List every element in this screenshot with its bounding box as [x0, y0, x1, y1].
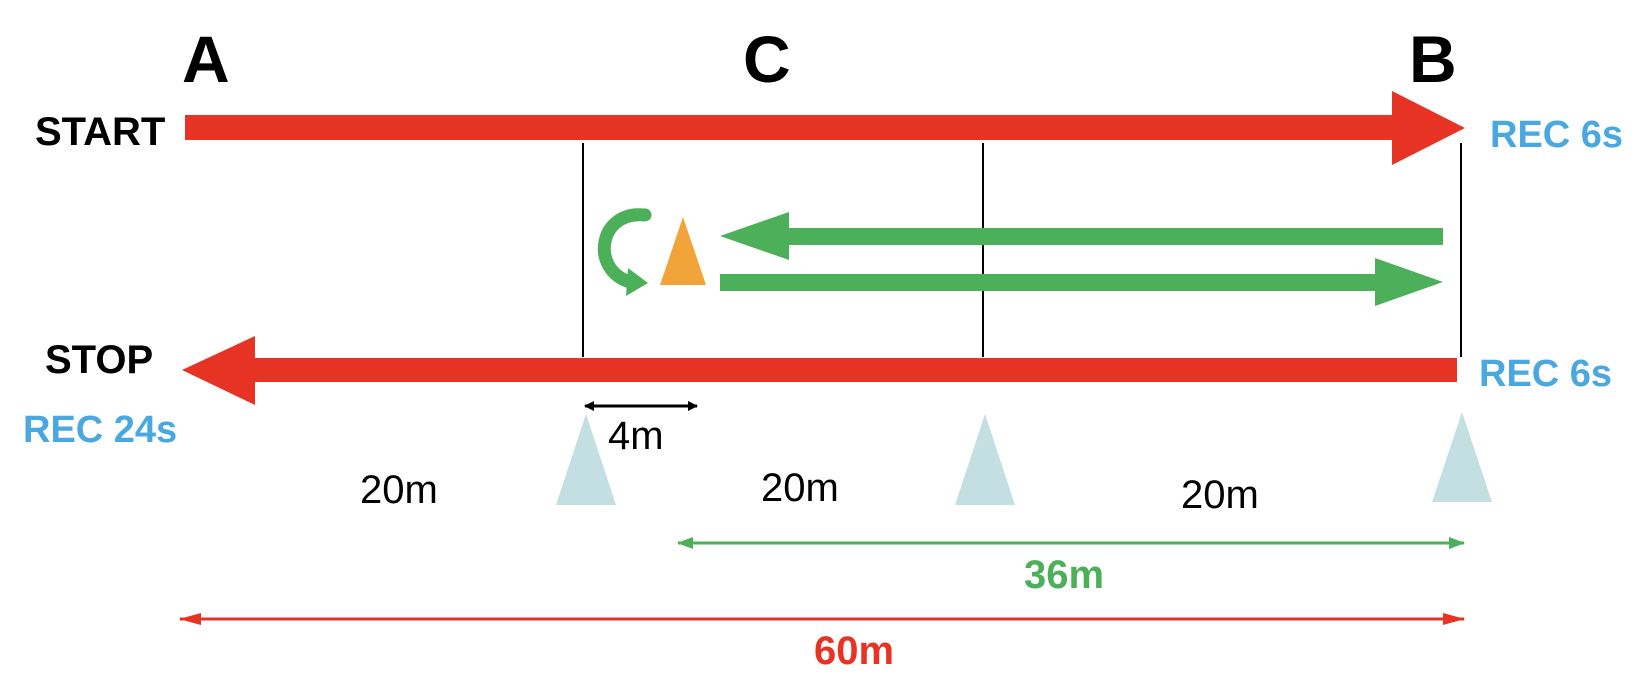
segment-1-distance-label: 20m	[360, 468, 438, 512]
turn-distance-label: 4m	[608, 414, 664, 458]
u-turn-arrow-icon	[597, 208, 652, 296]
point-c-label: C	[743, 22, 791, 96]
segment-2-distance-label: 20m	[761, 466, 839, 510]
shuttle-distance-label: 36m	[1024, 553, 1104, 597]
rec-bottom-right-label: REC 6s	[1479, 353, 1612, 395]
orange-cone-icon	[660, 217, 706, 285]
rec-bottom-left-label: REC 24s	[23, 409, 177, 451]
cone-icon	[955, 414, 1015, 505]
total-distance-label: 60m	[814, 629, 894, 673]
shuttle-out-arrow	[720, 258, 1443, 306]
start-label: START	[35, 110, 165, 154]
point-a-label: A	[182, 22, 230, 96]
sprint-back-arrow	[182, 336, 1457, 405]
point-b-label: B	[1409, 22, 1457, 96]
segment-3-distance-label: 20m	[1181, 473, 1259, 517]
sprint-out-arrow	[185, 91, 1465, 165]
cone-icon	[556, 414, 616, 505]
cone-icon	[1432, 412, 1492, 502]
shuttle-return-arrow	[720, 212, 1443, 260]
stop-label: STOP	[45, 338, 153, 382]
rec-top-right-label: REC 6s	[1490, 114, 1623, 156]
